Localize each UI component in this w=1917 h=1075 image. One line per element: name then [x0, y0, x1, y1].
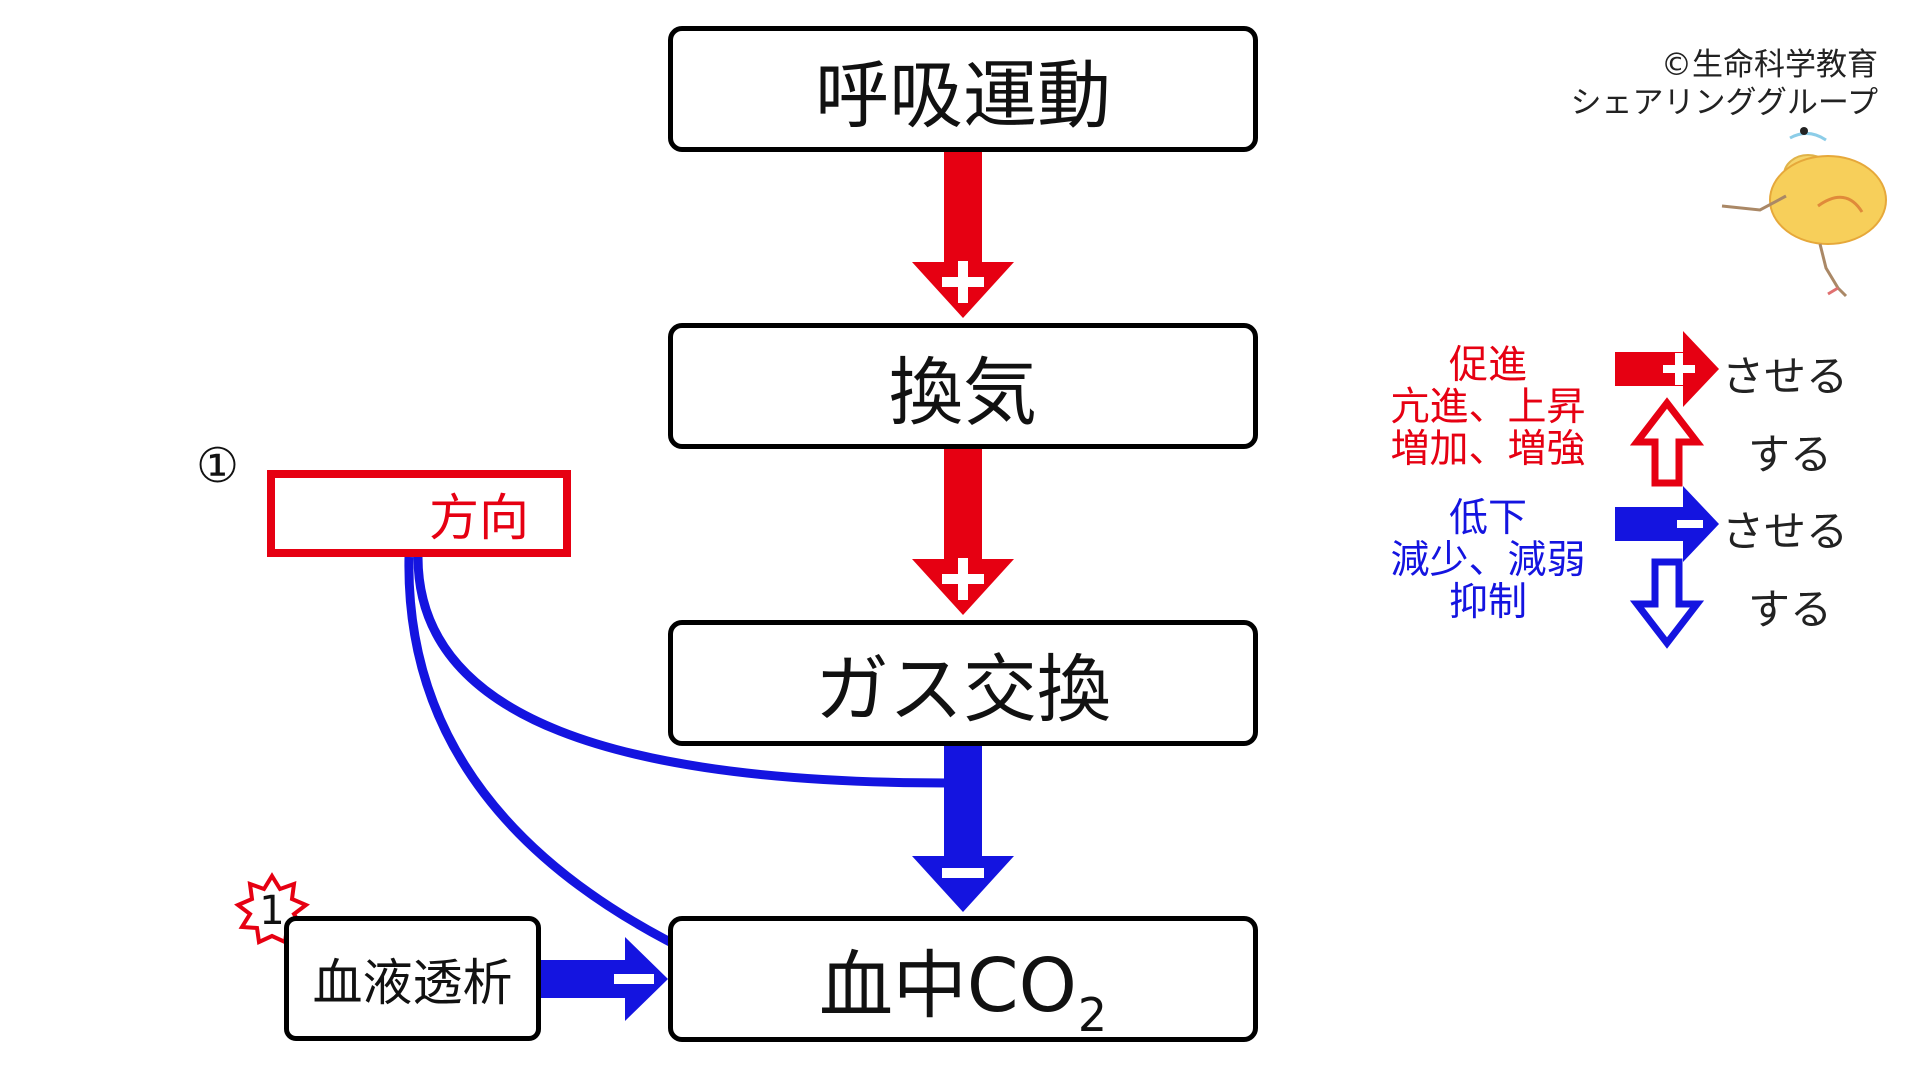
legend-red-outline-suffix: する — [1748, 430, 1833, 479]
direction-label: 方向 — [429, 488, 529, 547]
legend-blue-label-3: 抑制 — [1448, 580, 1527, 625]
hemodialysis-label: 血液透析 — [312, 953, 513, 1012]
ventilation-box: 換気 — [668, 323, 1258, 449]
direction-answer-box: 方向 — [267, 470, 571, 557]
breathing-movement-box: 呼吸運動 — [668, 26, 1258, 152]
ventilation-label: 換気 — [889, 349, 1037, 436]
curve-direction-to-blood-co2 — [404, 556, 698, 960]
copyright-line-1: ©生命科学教育 — [1661, 47, 1878, 83]
copyright-line-2: シェアリンググループ — [1570, 85, 1878, 121]
gas-exchange-label: ガス交換 — [815, 646, 1111, 733]
legend-blue-outline-suffix: する — [1748, 585, 1833, 634]
legend-red-outline-arrow — [1629, 397, 1705, 487]
gas-exchange-box: ガス交換 — [668, 620, 1258, 746]
legend-red-label-3: 増加、増強 — [1390, 427, 1586, 472]
legend-blue-solid-suffix: させる — [1722, 507, 1849, 556]
co2-subscript: 2 — [1077, 988, 1108, 1043]
legend-red-label-1: 促進 — [1448, 343, 1527, 388]
legend-blue-outline-arrow — [1629, 558, 1705, 649]
legend-blue-solid-arrow — [1615, 486, 1719, 562]
question-number: ① — [196, 438, 240, 494]
legend-red-solid-arrow — [1615, 331, 1719, 407]
breathing-movement-label: 呼吸運動 — [815, 52, 1111, 139]
arrow-decrease-gas-to-co2 — [912, 746, 1014, 912]
legend-promote-labels: 促進 亢進、上昇 増加、増強 — [1368, 345, 1608, 471]
chick-mascot-icon — [1721, 127, 1887, 298]
legend-blue-label-2: 減少、減弱 — [1390, 538, 1586, 583]
curve-direction-to-gas-exchange — [413, 556, 949, 788]
arrow-promote-1 — [912, 152, 1014, 318]
hemodialysis-box: 血液透析 — [284, 916, 541, 1041]
legend-decrease-labels: 低下 減少、減弱 抑制 — [1368, 498, 1608, 624]
blood-co2-text: 血中CO — [818, 942, 1077, 1029]
blood-co2-label: 血中CO2 — [818, 926, 1107, 1043]
copyright-text: ©生命科学教育 シェアリンググループ — [1500, 46, 1878, 122]
blood-co2-box: 血中CO2 — [668, 916, 1258, 1042]
legend-blue-label-1: 低下 — [1448, 496, 1527, 541]
arrow-promote-2 — [912, 449, 1014, 615]
badge-number: 1 — [259, 888, 285, 934]
legend-red-solid-suffix: させる — [1722, 352, 1849, 401]
legend-red-label-2: 亢進、上昇 — [1390, 385, 1586, 430]
arrow-decrease-dialysis-to-co2 — [541, 937, 668, 1021]
